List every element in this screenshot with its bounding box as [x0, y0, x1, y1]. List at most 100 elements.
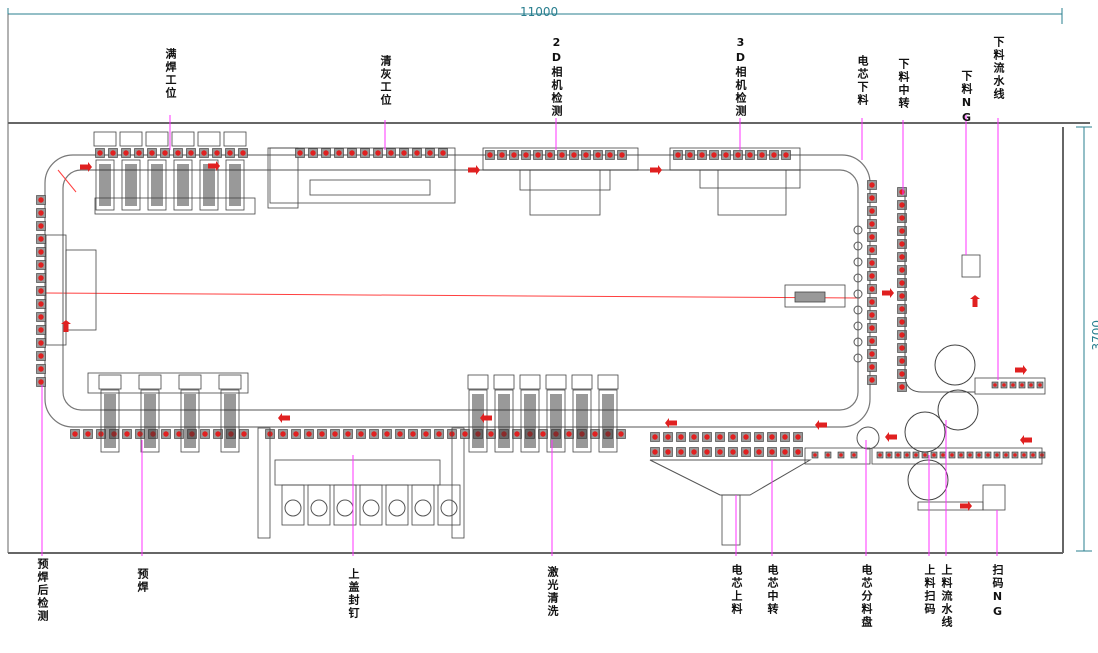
flow-arrow-icon — [468, 165, 480, 175]
carrier-dot — [371, 431, 377, 437]
label-cell-loading: 电芯上料 — [730, 564, 743, 616]
weld-head — [171, 131, 195, 147]
carrier-dot — [397, 431, 403, 437]
carrier-dot — [1029, 383, 1033, 387]
carrier-dot — [839, 453, 843, 457]
carrier-dot — [535, 152, 541, 158]
carrier-dot — [923, 453, 927, 457]
flow-arrow-icon — [1015, 365, 1027, 375]
cell-slot — [853, 241, 863, 251]
carrier-dot — [665, 449, 671, 455]
laser-head — [571, 374, 593, 390]
carrier-dot — [747, 152, 753, 158]
carrier-dot — [487, 152, 493, 158]
robot-arm — [494, 389, 514, 453]
preweld-head — [178, 374, 202, 390]
carrier-dot — [566, 431, 572, 437]
dust-clean-rail — [309, 179, 431, 196]
carrier-dot — [905, 453, 909, 457]
carrier-dot — [427, 150, 433, 156]
carrier-dot — [293, 431, 299, 437]
carrier-dot — [977, 453, 981, 457]
corner-marker — [57, 169, 77, 193]
robot-arm — [572, 389, 592, 453]
label-loading-conveyor: 上料流水线 — [940, 564, 953, 629]
carrier-dot — [401, 150, 407, 156]
carrier-dot — [240, 150, 246, 156]
carrier-dot — [914, 453, 918, 457]
carrier-dot — [175, 150, 181, 156]
carrier-dot — [149, 150, 155, 156]
robot-arm — [121, 159, 141, 211]
flow-arrow-icon — [665, 418, 677, 428]
flow-arrow-icon — [885, 432, 897, 442]
carrier-dot — [202, 431, 208, 437]
laser-head — [519, 374, 541, 390]
carrier-dot — [899, 293, 905, 299]
camera-3d-unit — [717, 169, 787, 216]
robot-body — [177, 164, 189, 206]
laser-head — [467, 374, 489, 390]
carrier-dot — [743, 449, 749, 455]
carrier-dot — [691, 434, 697, 440]
dust-clean-frame — [267, 147, 299, 209]
cell-slot — [853, 225, 863, 235]
transfer-wheel — [934, 344, 976, 386]
preweld-head — [218, 374, 242, 390]
scan-ng-bin — [982, 484, 1006, 511]
label-cell-unloading: 电芯下料 — [856, 55, 869, 107]
carrier-dot — [547, 152, 553, 158]
dimension-3700 — [1076, 126, 1092, 552]
carrier-dot — [227, 150, 233, 156]
label-laser-cleaning: 激光清洗 — [546, 566, 559, 618]
carrier-dot — [699, 152, 705, 158]
carrier-dot — [869, 182, 875, 188]
camera-2d-unit — [529, 169, 601, 216]
weld-head — [145, 131, 169, 147]
carrier-dot — [607, 152, 613, 158]
cell-slot — [853, 273, 863, 283]
carrier-dot — [959, 453, 963, 457]
label-cover-sealing-nail: 上盖封钉 — [347, 568, 360, 620]
carrier-dot — [878, 453, 882, 457]
carrier-dot — [652, 449, 658, 455]
robot-arm — [180, 389, 200, 453]
carrier-dot — [869, 364, 875, 370]
flow-arrow-icon — [960, 501, 972, 511]
carrier-dot — [214, 150, 220, 156]
carrier-dot — [241, 431, 247, 437]
carrier-dot — [869, 234, 875, 240]
carrier-dot — [462, 431, 468, 437]
flow-arrow-icon — [650, 165, 662, 175]
flow-arrow-icon — [815, 420, 827, 430]
robot-body — [602, 394, 614, 448]
laser-head — [597, 374, 619, 390]
carrier-dot — [188, 150, 194, 156]
carrier-dot — [968, 453, 972, 457]
robot-arm — [225, 159, 245, 211]
carrier-dot — [349, 150, 355, 156]
carrier-dot — [38, 288, 44, 294]
carrier-dot — [323, 150, 329, 156]
carrier-dot — [896, 453, 900, 457]
carrier-dot — [723, 152, 729, 158]
carrier-dot — [899, 384, 905, 390]
carrier-dot — [899, 358, 905, 364]
cell-slot — [853, 337, 863, 347]
carrier-dot — [436, 431, 442, 437]
carrier-dot — [38, 353, 44, 359]
sealing-disk — [362, 499, 380, 517]
label-post-preweld-inspection: 预焊后检测 — [36, 558, 49, 623]
carrier-dot — [675, 152, 681, 158]
robot-body — [498, 394, 510, 448]
equipment-group — [36, 131, 1046, 546]
dust-clean-machine — [269, 147, 456, 204]
carrier-dot — [678, 449, 684, 455]
carrier-dot — [38, 223, 44, 229]
carrier-dot — [899, 345, 905, 351]
cell-slot — [853, 257, 863, 267]
robot-body — [229, 164, 241, 206]
carrier-dot — [511, 152, 517, 158]
carrier-dot — [38, 340, 44, 346]
robot-arm — [546, 389, 566, 453]
